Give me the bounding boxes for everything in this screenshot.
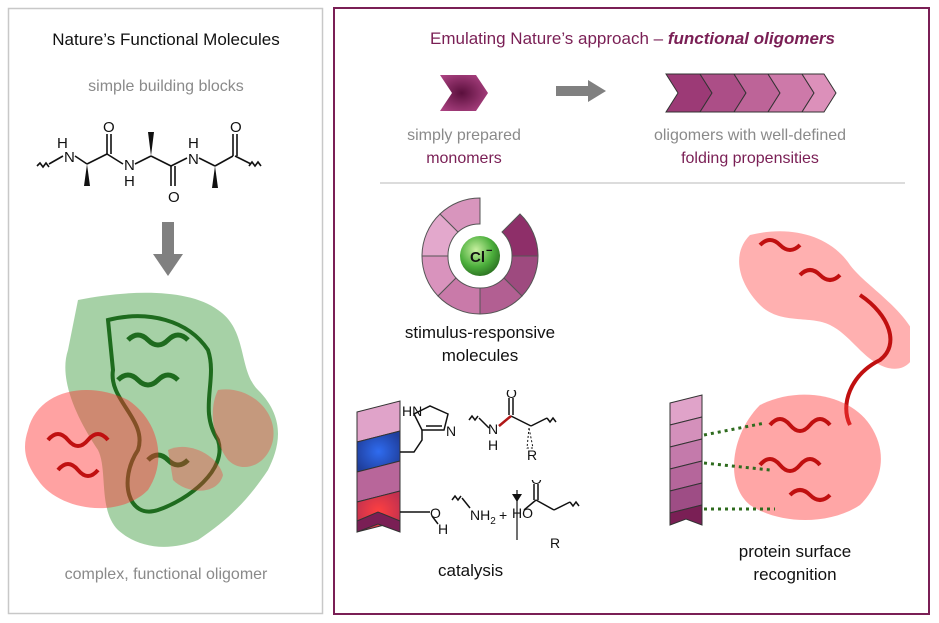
chloride-label: Cl <box>470 249 485 266</box>
stimulus-label-line2: molecules <box>441 346 519 365</box>
oligomer-chevrons <box>665 73 837 113</box>
right-panel-title-plain: Emulating Nature’s approach – <box>429 29 668 48</box>
product-o-label: O <box>531 480 542 487</box>
catalysis-foldamer-stack <box>356 400 401 533</box>
down-arrow-icon <box>153 222 183 276</box>
product-nh2-label: NH2 <box>470 507 496 527</box>
product-r-label: R <box>550 535 560 550</box>
peptide-wedge-1 <box>84 164 90 186</box>
product-ho-label: HO <box>512 505 533 521</box>
amide-r-label: R <box>527 447 537 463</box>
peptide-atom-o2: O <box>168 189 180 206</box>
peptide-atom-n3: N <box>188 151 199 168</box>
monomer-chevron <box>440 75 488 111</box>
protein-upper-surface <box>739 231 910 369</box>
right-panel-frame <box>333 7 930 615</box>
green-surface <box>65 292 278 547</box>
reaction-arrow-icon <box>512 494 522 502</box>
protein-lower-surface <box>733 394 881 520</box>
cleaved-amide-bond <box>498 415 512 427</box>
recognition-contacts <box>703 421 775 511</box>
peptide-atom-h2: H <box>124 173 135 190</box>
chloride-charge: − <box>486 245 492 257</box>
peptide-atom-o3: O <box>230 119 242 136</box>
imidazole-n-label: N <box>446 423 456 439</box>
chloride-ion <box>460 236 500 276</box>
green-helix <box>105 314 222 514</box>
left-panel-frame <box>7 7 324 615</box>
catalysis-label: catalysis <box>438 561 504 580</box>
right-panel-title-emphasis: functional oligomers <box>667 29 835 48</box>
peptide-wavy-bond-left <box>36 161 50 169</box>
product-nh2-subscript: 2 <box>490 516 496 527</box>
foldamer-ring: Cl − <box>421 197 539 315</box>
protein-oligomer-image <box>25 292 278 547</box>
hydroxyl-o-label: O <box>430 505 441 521</box>
left-panel-caption: complex, functional oligomer <box>64 566 268 583</box>
protein-label-line1: protein surface <box>738 542 852 561</box>
reaction-plus: + <box>499 507 507 523</box>
peptide-atom-h3: H <box>188 135 199 152</box>
product-nh-text: NH <box>470 507 490 523</box>
protein-recognition-image <box>669 231 910 526</box>
oligomer-label-line1: oligomers with well-defined <box>653 127 847 144</box>
peptide-wedge-3 <box>212 166 218 188</box>
peptide-atom-n1: N <box>64 149 75 166</box>
peptide-structure: N H O N H O N H O <box>36 119 262 206</box>
amide-o-label: O <box>506 390 517 401</box>
left-panel-subtitle: simple building blocks <box>88 78 244 95</box>
reaction-products: NH2 + HO O R <box>451 480 580 550</box>
peptide-wavy-bond-right <box>248 160 262 168</box>
imidazole-nh-label: HN <box>402 403 422 419</box>
peptide-wedge-2 <box>148 132 154 156</box>
protein-label-line2: recognition <box>753 565 837 584</box>
peptide-atom-h1: H <box>57 135 68 152</box>
recognition-foldamer-stack <box>669 394 703 526</box>
red-surface-left <box>25 390 159 509</box>
peptide-atom-o1: O <box>103 119 115 136</box>
stimulus-label-line1: stimulus-responsive <box>404 323 556 342</box>
peptide-atom-n2: N <box>124 157 135 174</box>
hydroxyl-h-label: H <box>438 521 448 537</box>
amide-n-label: N <box>488 421 498 437</box>
right-arrow-icon <box>556 80 606 102</box>
monomer-label-line1: simply prepared <box>407 127 521 144</box>
monomer-label-line2: monomers <box>426 150 502 167</box>
left-panel-title: Nature’s Functional Molecules <box>52 30 280 49</box>
amide-hydrolysis-scheme: O N H R <box>468 390 557 540</box>
right-panel-title: Emulating Nature’s approach – functional… <box>340 29 925 49</box>
red-surface-right <box>212 389 274 468</box>
oligomer-label-line2: folding propensities <box>681 150 819 167</box>
amide-h-label: H <box>488 437 498 453</box>
catalysis-side-chains: HN N O H <box>400 403 456 537</box>
